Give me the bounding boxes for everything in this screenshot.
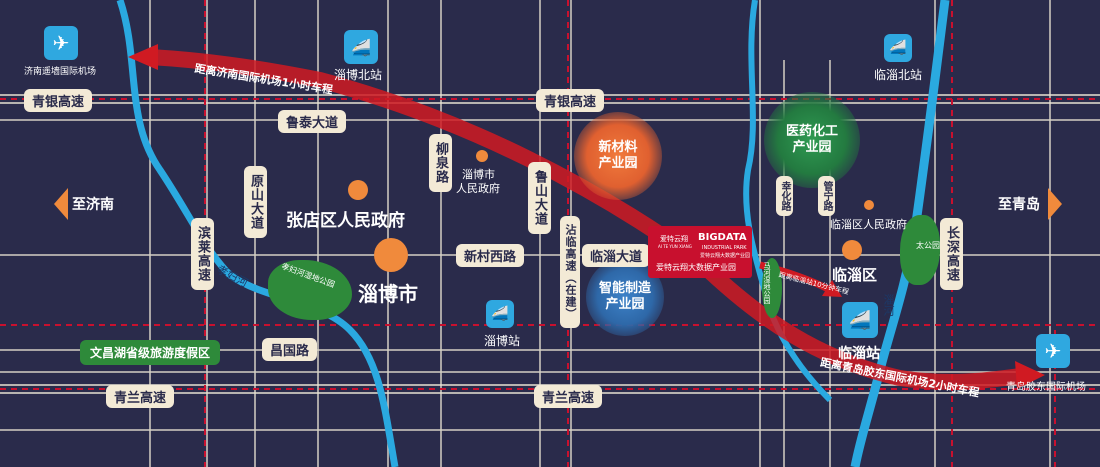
guanning-road-tag: 管宁路 bbox=[818, 176, 835, 216]
zibo-north-station-label: 淄博北站 bbox=[334, 68, 383, 82]
linzi-avenue-tag: 临淄大道 bbox=[582, 244, 651, 267]
bigdata-caption: 爱特云翔大数据产业园 bbox=[656, 263, 736, 272]
train-icon: 🚄 bbox=[889, 40, 907, 56]
to-jinan-label: 至济南 bbox=[72, 197, 114, 213]
airplane-icon: ✈ bbox=[52, 31, 70, 55]
qingdao-airport-label: 青岛胶东国际机场 bbox=[1006, 382, 1086, 393]
wenchang-lake-resort[interactable]: 文昌湖省级旅游度假区 bbox=[80, 340, 221, 365]
bigdata-brand-en: AI TE YUN XIANG bbox=[658, 244, 692, 249]
bigdata-brand-cn: 爱特云翔 bbox=[660, 235, 688, 243]
bigdata-title-en: BIGDATA bbox=[698, 232, 747, 243]
binlai-highway-tag: 滨莱高速 bbox=[191, 218, 214, 290]
changshen-highway-tag: 长深高速 bbox=[940, 218, 963, 290]
qingdao-airport-marker[interactable]: ✈ bbox=[1036, 334, 1070, 368]
linzi-station-label: 临淄站 bbox=[838, 346, 880, 362]
jinan-airport-marker[interactable]: ✈ bbox=[44, 26, 78, 60]
zibo-gov-dot[interactable] bbox=[476, 150, 488, 162]
linzi-north-station-marker[interactable]: 🚄 bbox=[884, 34, 912, 62]
zibo-station-marker[interactable]: 🚄 bbox=[486, 300, 514, 328]
new-material-park-line2: 产业园 bbox=[598, 156, 638, 171]
zibo-station-label: 淄博站 bbox=[484, 334, 521, 348]
zi-river-label: 淄河 bbox=[882, 294, 895, 316]
jinan-airport-label: 济南遥墙国际机场 bbox=[24, 67, 97, 77]
xiaofu-wetland-park-shape bbox=[268, 260, 352, 320]
mahe-park-label: 马河湿地公园 bbox=[763, 262, 771, 304]
linzi-gov-label: 临淄区人民政府 bbox=[830, 218, 907, 231]
zibo-city-dot[interactable] bbox=[374, 238, 408, 272]
train-icon: 🚄 bbox=[848, 309, 872, 331]
bigdata-subtitle-en: INDUSTRIAL PARK bbox=[702, 245, 747, 251]
zhangdian-gov-label: 张店区人民政府 bbox=[286, 211, 405, 231]
liuquan-road-tag: 柳泉路 bbox=[429, 134, 452, 192]
zhangdian-gov-dot[interactable] bbox=[348, 180, 368, 200]
bigdata-subtitle-cn: 爱特云翔大数据产业园 bbox=[700, 253, 751, 259]
xinghua-road-tag: 幸化路 bbox=[776, 176, 793, 216]
airplane-icon: ✈ bbox=[1044, 339, 1062, 363]
linzi-gov-dot[interactable] bbox=[864, 200, 874, 210]
pharma-park-line2: 产业园 bbox=[792, 140, 832, 155]
mahe-park-shape bbox=[762, 258, 782, 318]
west-arrow-icon bbox=[54, 188, 68, 220]
qingyin-highway-tag-left: 青银高速 bbox=[24, 89, 93, 112]
qinglan-highway-tag-left: 青兰高速 bbox=[106, 385, 175, 408]
linzi-district-dot[interactable] bbox=[842, 240, 862, 260]
new-material-park[interactable]: 新材料产业园 bbox=[574, 112, 662, 200]
zibo-north-station-marker[interactable]: 🚄 bbox=[344, 30, 378, 64]
east-arrow-icon bbox=[1048, 188, 1062, 220]
qinglan-highway-tag-mid: 青兰高速 bbox=[534, 385, 603, 408]
smart-park-line1: 智能制造 bbox=[598, 281, 651, 296]
train-icon: 🚄 bbox=[491, 306, 509, 322]
new-material-park-line1: 新材料 bbox=[598, 140, 638, 155]
zibo-city-label: 淄博市 bbox=[358, 282, 418, 306]
zibo-gov-label-line1: 淄博市 bbox=[462, 168, 495, 181]
bigdata-park-logo[interactable]: 爱特云翔 AI TE YUN XIANG BIGDATA INDUSTRIAL … bbox=[648, 226, 752, 278]
pharma-chemical-park[interactable]: 医药化工产业园 bbox=[764, 92, 860, 188]
to-qingdao-label: 至青岛 bbox=[998, 197, 1040, 213]
pharma-park-line1: 医药化工 bbox=[785, 124, 838, 139]
yuanshan-avenue-tag: 原山大道 bbox=[244, 166, 267, 238]
train-icon: 🚄 bbox=[351, 37, 371, 57]
zilin-highway-tag: 沾临高速（在建） bbox=[560, 216, 580, 328]
smart-park-line2: 产业园 bbox=[605, 297, 645, 312]
changguo-road-tag: 昌国路 bbox=[262, 338, 318, 361]
linzi-district-label: 临淄区 bbox=[832, 266, 878, 284]
lushan-avenue-tag: 鲁山大道 bbox=[528, 162, 551, 234]
zibo-gov-label-line2: 人民政府 bbox=[456, 182, 500, 195]
qingyin-highway-tag-mid: 青银高速 bbox=[536, 89, 605, 112]
taigong-park-shape bbox=[900, 215, 940, 285]
xincun-west-road-tag: 新村西路 bbox=[456, 244, 525, 267]
taigong-park-label: 太公园 bbox=[916, 241, 940, 250]
linzi-north-station-label: 临淄北站 bbox=[874, 68, 923, 82]
linzi-station-marker[interactable]: 🚄 bbox=[842, 302, 878, 338]
lutai-avenue-tag: 鲁泰大道 bbox=[278, 110, 347, 133]
